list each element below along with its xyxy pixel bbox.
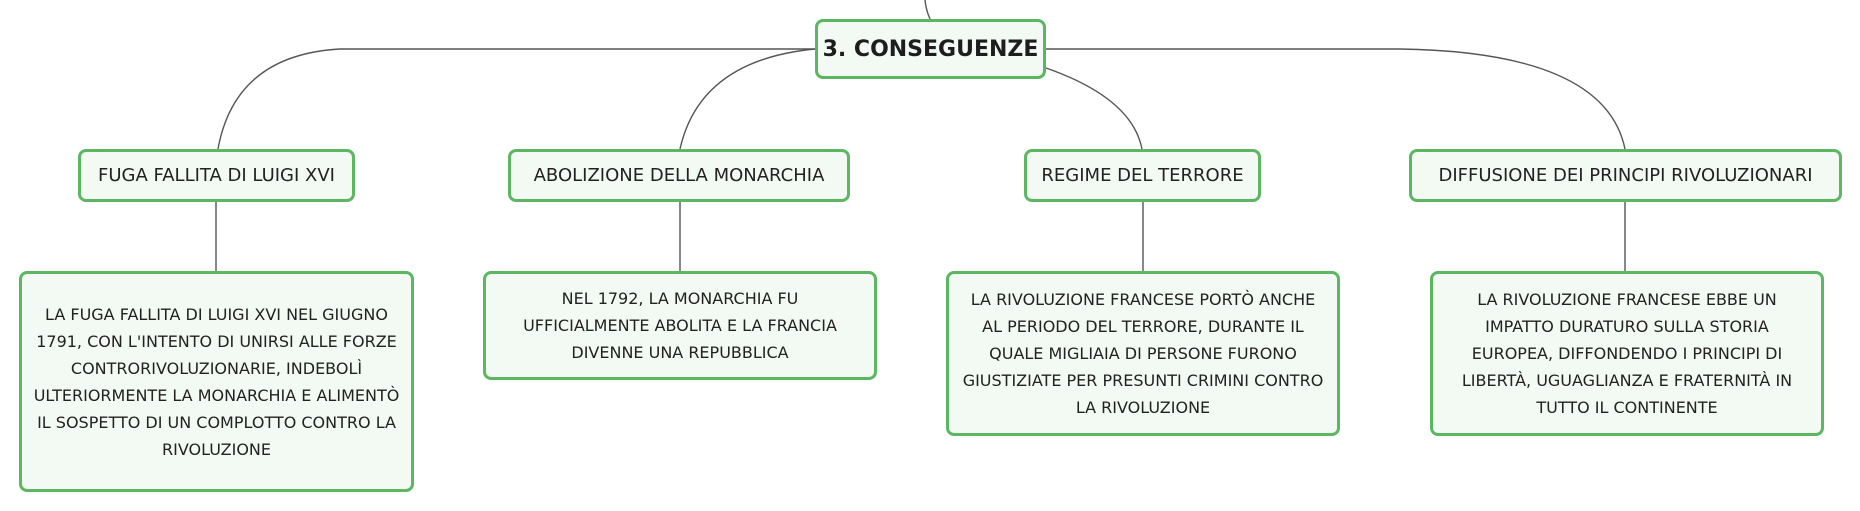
- root-label: 3. CONSEGUENZE: [822, 36, 1039, 62]
- detail-fuga-fallita[interactable]: LA FUGA FALLITA DI LUIGI XVI NEL GIUGNO …: [19, 271, 414, 492]
- topic-label: FUGA FALLITA DI LUIGI XVI: [98, 165, 335, 186]
- root-node[interactable]: 3. CONSEGUENZE: [815, 19, 1046, 79]
- topic-label: ABOLIZIONE DELLA MONARCHIA: [533, 165, 825, 186]
- detail-text: LA FUGA FALLITA DI LUIGI XVI NEL GIUGNO …: [33, 304, 400, 459]
- detail-text: LA RIVOLUZIONE FRANCESE PORTÒ ANCHE AL P…: [962, 290, 1324, 417]
- connector-root-topic-2: [679, 48, 816, 150]
- topic-diffusione-principi[interactable]: DIFFUSIONE DEI PRINCIPI RIVOLUZIONARI: [1409, 149, 1842, 202]
- topic-fuga-fallita[interactable]: FUGA FALLITA DI LUIGI XVI: [78, 149, 355, 202]
- detail-text: LA RIVOLUZIONE FRANCESE EBBE UN IMPATTO …: [1461, 290, 1793, 417]
- topic-abolizione-monarchia[interactable]: ABOLIZIONE DELLA MONARCHIA: [508, 149, 850, 202]
- topic-label: DIFFUSIONE DEI PRINCIPI RIVOLUZIONARI: [1438, 165, 1813, 186]
- detail-regime-terrore[interactable]: LA RIVOLUZIONE FRANCESE PORTÒ ANCHE AL P…: [946, 271, 1340, 436]
- connector-root-topic-1: [217, 48, 815, 150]
- detail-text: NEL 1792, LA MONARCHIA FU UFFICIALMENTE …: [523, 289, 837, 362]
- topic-label: REGIME DEL TERRORE: [1041, 165, 1244, 186]
- detail-diffusione-principi[interactable]: LA RIVOLUZIONE FRANCESE EBBE UN IMPATTO …: [1430, 271, 1824, 436]
- connector-root-topic-4: [1046, 48, 1626, 150]
- connector-root-topic-3: [1045, 67, 1143, 150]
- detail-abolizione-monarchia[interactable]: NEL 1792, LA MONARCHIA FU UFFICIALMENTE …: [483, 271, 877, 380]
- topic-regime-terrore[interactable]: REGIME DEL TERRORE: [1024, 149, 1261, 202]
- connector-parent: [924, 0, 931, 20]
